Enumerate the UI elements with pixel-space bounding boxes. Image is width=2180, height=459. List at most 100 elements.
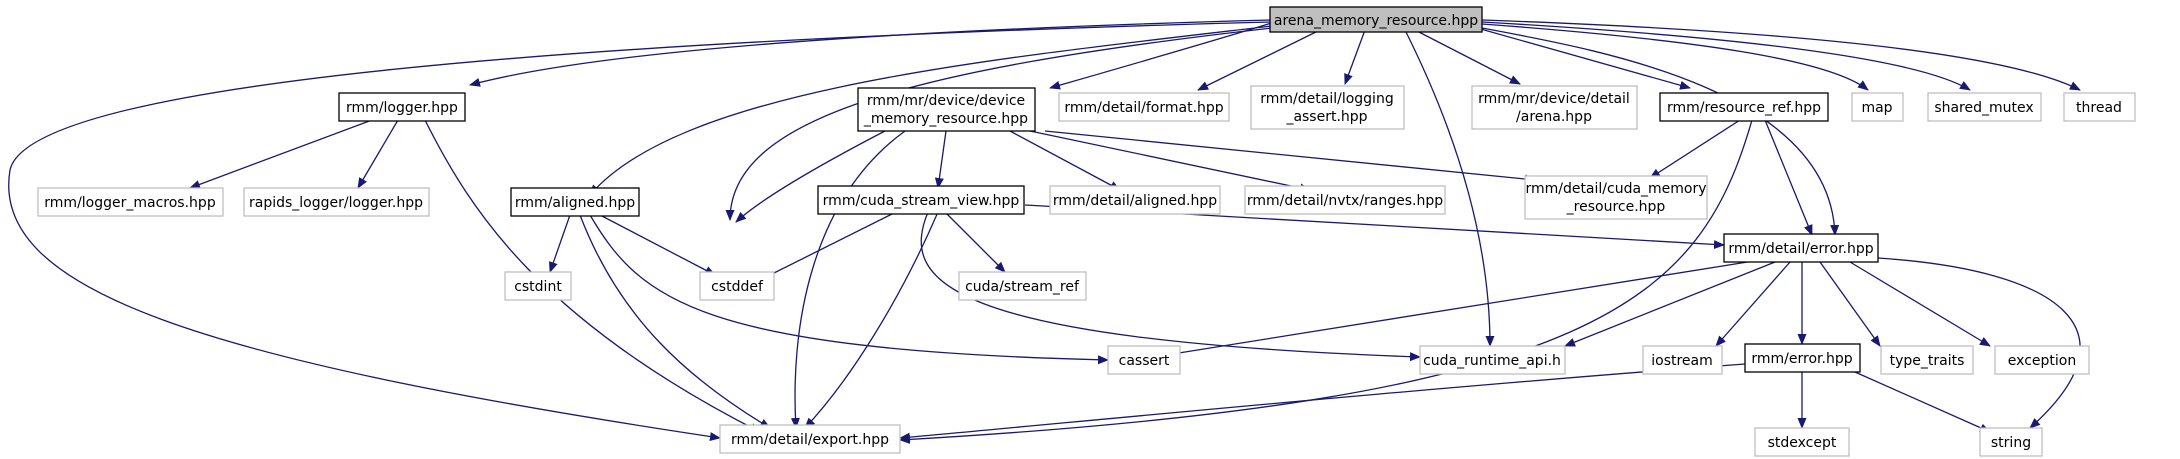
node-thread[interactable]: thread (2063, 92, 2136, 122)
node-detail-logging-assert[interactable]: rmm/detail/logging _assert.hpp (1250, 85, 1405, 130)
svg-text:rmm/cuda_stream_view.hpp: rmm/cuda_stream_view.hpp (823, 193, 1020, 209)
svg-text:stdexcept: stdexcept (1768, 435, 1837, 451)
edge-logger-to-logger-macros (189, 119, 373, 189)
edge-aligned-to-cstdint (549, 214, 571, 273)
node-shared-mutex[interactable]: shared_mutex (1927, 92, 2042, 122)
svg-text:rmm/logger.hpp: rmm/logger.hpp (346, 100, 458, 116)
node-rmm-resource-ref[interactable]: rmm/resource_ref.hpp (1659, 92, 1829, 122)
svg-text:shared_mutex: shared_mutex (1934, 100, 2033, 116)
svg-text:rmm/detail/format.hpp: rmm/detail/format.hpp (1064, 100, 1223, 116)
edge-arena-to-logging-assert (1344, 29, 1366, 85)
node-cuda-runtime-api[interactable]: cuda_runtime_api.h (1419, 345, 1566, 375)
svg-text:exception: exception (2008, 353, 2076, 369)
edge-detail-error-to-string (1877, 257, 2081, 429)
edge-resource-ref-to-detail-error (1764, 119, 1813, 236)
edge-devmr-to-cstddef (735, 130, 886, 223)
svg-text:rmm/detail/export.hpp: rmm/detail/export.hpp (731, 432, 889, 448)
svg-text:rmm/detail/cuda_memory: rmm/detail/cuda_memory (1525, 181, 1706, 197)
edge-aligned-to-cassert (589, 214, 1109, 365)
node-detail-format[interactable]: rmm/detail/format.hpp (1058, 92, 1230, 122)
edge-csv-to-export (804, 211, 939, 429)
svg-text:cassert: cassert (1119, 353, 1170, 369)
edge-arena-to-shared-mutex (1481, 21, 1971, 91)
edge-detail-error-to-type-traits (1819, 261, 1881, 347)
edge-arena-to-export (8, 21, 1271, 441)
svg-text:thread: thread (2076, 100, 2122, 116)
svg-text:rmm/detail/logging: rmm/detail/logging (1260, 91, 1393, 107)
svg-text:iostream: iostream (1651, 353, 1713, 369)
edge-arena-to-cuda-runtime (1404, 29, 1495, 347)
svg-text:cstddef: cstddef (711, 279, 764, 295)
node-cuda-stream-ref[interactable]: cuda/stream_ref (958, 271, 1087, 301)
svg-text:rmm/error.hpp: rmm/error.hpp (1751, 351, 1852, 367)
edge-csv-to-cuda-runtime (920, 211, 1421, 362)
node-rapids-logger[interactable]: rapids_logger/logger.hpp (243, 187, 430, 217)
node-detail-nvtx-ranges[interactable]: rmm/detail/nvtx/ranges.hpp (1244, 185, 1446, 215)
node-cassert[interactable]: cassert (1107, 345, 1181, 375)
edge-arena-to-format (1197, 29, 1321, 91)
node-arena-memory-resource[interactable]: arena_memory_resource.hpp (1269, 6, 1483, 33)
node-rmm-detail-error[interactable]: rmm/detail/error.hpp (1723, 233, 1879, 263)
node-device-memory-resource[interactable]: rmm/mr/device/device _memory_resource.hp… (857, 87, 1036, 132)
svg-text:string: string (1991, 435, 2031, 451)
svg-text:_memory_resource.hpp: _memory_resource.hpp (863, 111, 1028, 127)
edge-error-to-export (899, 363, 1746, 442)
edge-devmr-to-csv (934, 130, 947, 189)
node-detail-arena[interactable]: rmm/mr/device/detail /arena.hpp (1471, 85, 1638, 130)
edge-detail-error-to-exception (1849, 261, 1991, 347)
edge-csv-to-cstddef (759, 209, 901, 281)
edge-error-to-string (1854, 371, 1991, 433)
edge-logger-to-rapids-logger (357, 119, 399, 189)
node-rmm-error[interactable]: rmm/error.hpp (1744, 343, 1861, 373)
edge-arena-to-aligned (589, 25, 1273, 196)
edge-devmr-to-detail-aligned (1009, 130, 1121, 191)
edge-arena-to-detail-arena (1414, 29, 1521, 85)
edge-detail-error-to-cuda-runtime (1564, 261, 1776, 347)
node-exception[interactable]: exception (1994, 345, 2090, 375)
svg-text:rmm/resource_ref.hpp: rmm/resource_ref.hpp (1667, 100, 1821, 116)
edge-csv-to-stream-ref (944, 211, 1006, 273)
node-string[interactable]: string (1979, 427, 2043, 457)
node-rmm-aligned[interactable]: rmm/aligned.hpp (510, 187, 640, 217)
edge-detail-error-to-iostream (1715, 261, 1791, 347)
node-rmm-logger[interactable]: rmm/logger.hpp (338, 92, 466, 122)
svg-text:rmm/mr/device/device: rmm/mr/device/device (867, 93, 1025, 109)
node-detail-cuda-memory-resource[interactable]: rmm/detail/cuda_memory _resource.hpp (1524, 175, 1708, 220)
svg-text:rmm/logger_macros.hpp: rmm/logger_macros.hpp (44, 195, 216, 211)
edge-arena-to-detail-error (1481, 27, 1840, 236)
edge-detail-error-to-cassert (1159, 259, 1761, 359)
node-rmm-cuda-stream-view[interactable]: rmm/cuda_stream_view.hpp (817, 185, 1025, 215)
node-type-traits[interactable]: type_traits (1880, 345, 1974, 375)
svg-text:arena_memory_resource.hpp: arena_memory_resource.hpp (1274, 13, 1478, 29)
edge-resource-ref-to-cuda-mem (1649, 119, 1741, 179)
svg-text:cstdint: cstdint (514, 279, 562, 295)
edge-devmr-to-nvtx (1029, 130, 1311, 193)
svg-text:rmm/detail/nvtx/ranges.hpp: rmm/detail/nvtx/ranges.hpp (1247, 193, 1443, 209)
svg-text:type_traits: type_traits (1890, 353, 1965, 369)
edge-resource-ref-to-export (899, 119, 1753, 444)
svg-text:rmm/detail/error.hpp: rmm/detail/error.hpp (1728, 241, 1873, 257)
node-map[interactable]: map (1851, 92, 1904, 122)
svg-text:rmm/detail/aligned.hpp: rmm/detail/aligned.hpp (1053, 193, 1217, 209)
edge-devmr-to-export (790, 130, 906, 429)
svg-text:rapids_logger/logger.hpp: rapids_logger/logger.hpp (249, 195, 423, 211)
svg-text:_assert.hpp: _assert.hpp (1285, 109, 1367, 125)
node-cstdint[interactable]: cstdint (504, 271, 572, 301)
edge-devmr-to-cuda-mem (1044, 130, 1536, 184)
svg-text:map: map (1861, 100, 1892, 116)
svg-text:_resource.hpp: _resource.hpp (1566, 199, 1666, 215)
node-stdexcept[interactable]: stdexcept (1754, 427, 1850, 457)
node-logger-macros[interactable]: rmm/logger_macros.hpp (37, 187, 224, 217)
edge-arena-to-logger (469, 19, 1271, 87)
edge-aligned-to-cstddef (599, 214, 716, 276)
node-rmm-detail-export[interactable]: rmm/detail/export.hpp (719, 424, 901, 454)
node-iostream[interactable]: iostream (1642, 345, 1723, 375)
edge-aligned-to-export (579, 214, 771, 429)
node-detail-aligned[interactable]: rmm/detail/aligned.hpp (1049, 185, 1221, 215)
svg-text:cuda_runtime_api.h: cuda_runtime_api.h (1423, 353, 1561, 369)
node-cstddef[interactable]: cstddef (699, 271, 775, 301)
svg-text:rmm/aligned.hpp: rmm/aligned.hpp (515, 195, 635, 211)
svg-text:cuda/stream_ref: cuda/stream_ref (965, 279, 1080, 295)
edge-logger-to-export (424, 119, 761, 433)
